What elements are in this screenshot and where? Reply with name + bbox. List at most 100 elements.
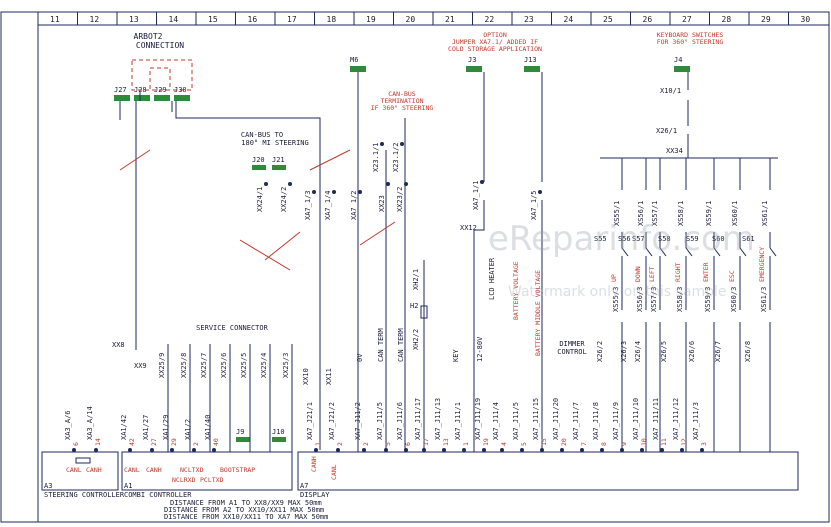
signal-label: CAN TERM: [377, 328, 385, 362]
module-a3-steering-controller: [41, 451, 119, 491]
upper-pin: XX23/2: [396, 187, 404, 212]
pin-number: 11: [660, 438, 668, 446]
module-a1-id: A1: [124, 482, 132, 490]
can-bus-term-title-1: CAN-BUS: [388, 90, 415, 98]
module-a7-display: [297, 451, 799, 491]
keyboard-pin-low: XS59/3: [704, 287, 712, 312]
pin-terminal: [362, 448, 366, 452]
column-number-19: 19: [366, 15, 376, 24]
pin-number: 2: [336, 442, 344, 446]
column-number-22: 22: [485, 15, 495, 24]
keyboard-pin: XS57/1: [651, 201, 659, 226]
can-bus-180-title-1: CAN-BUS TO: [241, 131, 283, 139]
bottom-pin: XA7_J11/5: [376, 402, 384, 440]
service-pin: XX25/3: [282, 353, 290, 378]
keyboard-title-1: KEYBOARD SWITCHES: [657, 31, 724, 39]
keyboard-switch-label: S56: [618, 235, 631, 243]
pin-number: 2: [362, 442, 370, 446]
column-number-28: 28: [722, 15, 732, 24]
option-wires: [473, 72, 543, 452]
keyboard-pin: XS59/1: [705, 201, 713, 226]
bottom-pin: XA7_J11/7: [572, 402, 580, 440]
xh2-2-label: XH2/2: [412, 329, 420, 350]
watermark-subtext: Watermark only on this sample: [508, 284, 727, 300]
svg-text:J30: J30: [174, 86, 187, 94]
column-number-16: 16: [248, 15, 258, 24]
module-a7-pin-canh: CANH: [310, 456, 318, 472]
svg-text:J9: J9: [236, 428, 244, 436]
signal-label: 0V: [356, 353, 364, 362]
connector-j9: J9: [236, 428, 250, 442]
service-pin: XX25/5: [240, 353, 248, 378]
keyboard-switch-label: S58: [658, 235, 671, 243]
arbot2-wires: [119, 92, 321, 450]
upper-pin: XX23: [378, 195, 386, 212]
connector-j4: J4: [674, 56, 690, 72]
bottom-pin: XA7_J11/3: [692, 402, 700, 440]
pin-terminal: [442, 448, 446, 452]
pin-number: 9: [620, 442, 628, 446]
bottom-pin: XA3_A/6: [64, 410, 72, 440]
note-distance-2: DISTANCE FROM A2 TO XX10/XX11 MAX 50mm: [164, 506, 324, 514]
connector-j20: J20: [252, 156, 266, 170]
keyboard-function-label: EMERGENCY: [758, 247, 766, 282]
xx34-label: XX34: [666, 147, 683, 155]
pin-terminal: [422, 448, 426, 452]
column-number-15: 15: [208, 15, 218, 24]
module-a3-pin-canl: CANL: [66, 466, 82, 474]
column-number-12: 12: [90, 15, 100, 24]
keyboard-function-label: DOWN: [634, 266, 642, 282]
bottom-pin: XA7_J11/17: [414, 398, 422, 440]
module-a3-terminator: [75, 457, 91, 464]
xx12-label: XX12: [460, 224, 477, 232]
column-number-20: 20: [406, 15, 416, 24]
bottom-pin: XA3_A/14: [86, 406, 94, 440]
column-number-14: 14: [169, 15, 179, 24]
module-a1-pin-nclrxd: NCLRXD: [172, 476, 196, 484]
pin-number: 12: [680, 438, 688, 446]
connector-m6: M6: [350, 56, 366, 72]
pin-number: 20: [560, 438, 568, 446]
pin-number: 1: [462, 442, 470, 446]
keyboard-function-label: ENTER: [702, 262, 710, 282]
bottom-pin: XA7_J11/4: [492, 402, 500, 440]
break-marks: [119, 149, 396, 271]
module-a1-name: COMBI CONTROLLER: [124, 491, 192, 499]
pin-number: 42: [128, 438, 136, 446]
upper-pin: XA7_1/1: [472, 180, 480, 210]
pin-terminal: [72, 448, 76, 452]
column-number-18: 18: [327, 15, 337, 24]
column-number-24: 24: [564, 15, 574, 24]
pin-terminal: [192, 448, 196, 452]
sheet-frame: [0, 11, 830, 523]
pin-terminal: [212, 448, 216, 452]
watermark-text: eReparinfo.com: [488, 219, 755, 259]
x26-pin: X26/2: [596, 341, 604, 362]
switch-contact: [713, 247, 721, 257]
module-a7-id: A7: [300, 482, 308, 490]
arbot2-title-1: ARBOT2: [134, 32, 163, 41]
keyboard-pin: XS60/1: [731, 201, 739, 226]
pin-number: 14: [94, 438, 102, 446]
note-distance-3: DISTANCE FROM XX10/XX11 TO XA7 MAX 50mm: [164, 513, 328, 521]
pin-terminal: [620, 448, 624, 452]
keyboard-function-label: ESC: [728, 270, 736, 282]
pin-number: 40: [212, 438, 220, 446]
can-bus-term-title-3: IF 360° STEERING: [371, 104, 434, 112]
switch-contact: [685, 247, 693, 257]
pin-dot: [538, 190, 542, 194]
can-bus-180-title-2: 180° MI STEERING: [241, 139, 308, 147]
pin-dot: [312, 190, 316, 194]
pin-number: 6: [72, 442, 80, 446]
signal-label: BATTERY VOLTAGE: [512, 261, 520, 320]
bottom-pin: XA7_J21/2: [328, 402, 336, 440]
connector-j21: J21: [272, 156, 286, 170]
signal-label: KEY: [452, 349, 460, 362]
keyboard-pin-low: XS57/3: [650, 287, 658, 312]
bottom-pin: XA7_J11/8: [592, 402, 600, 440]
